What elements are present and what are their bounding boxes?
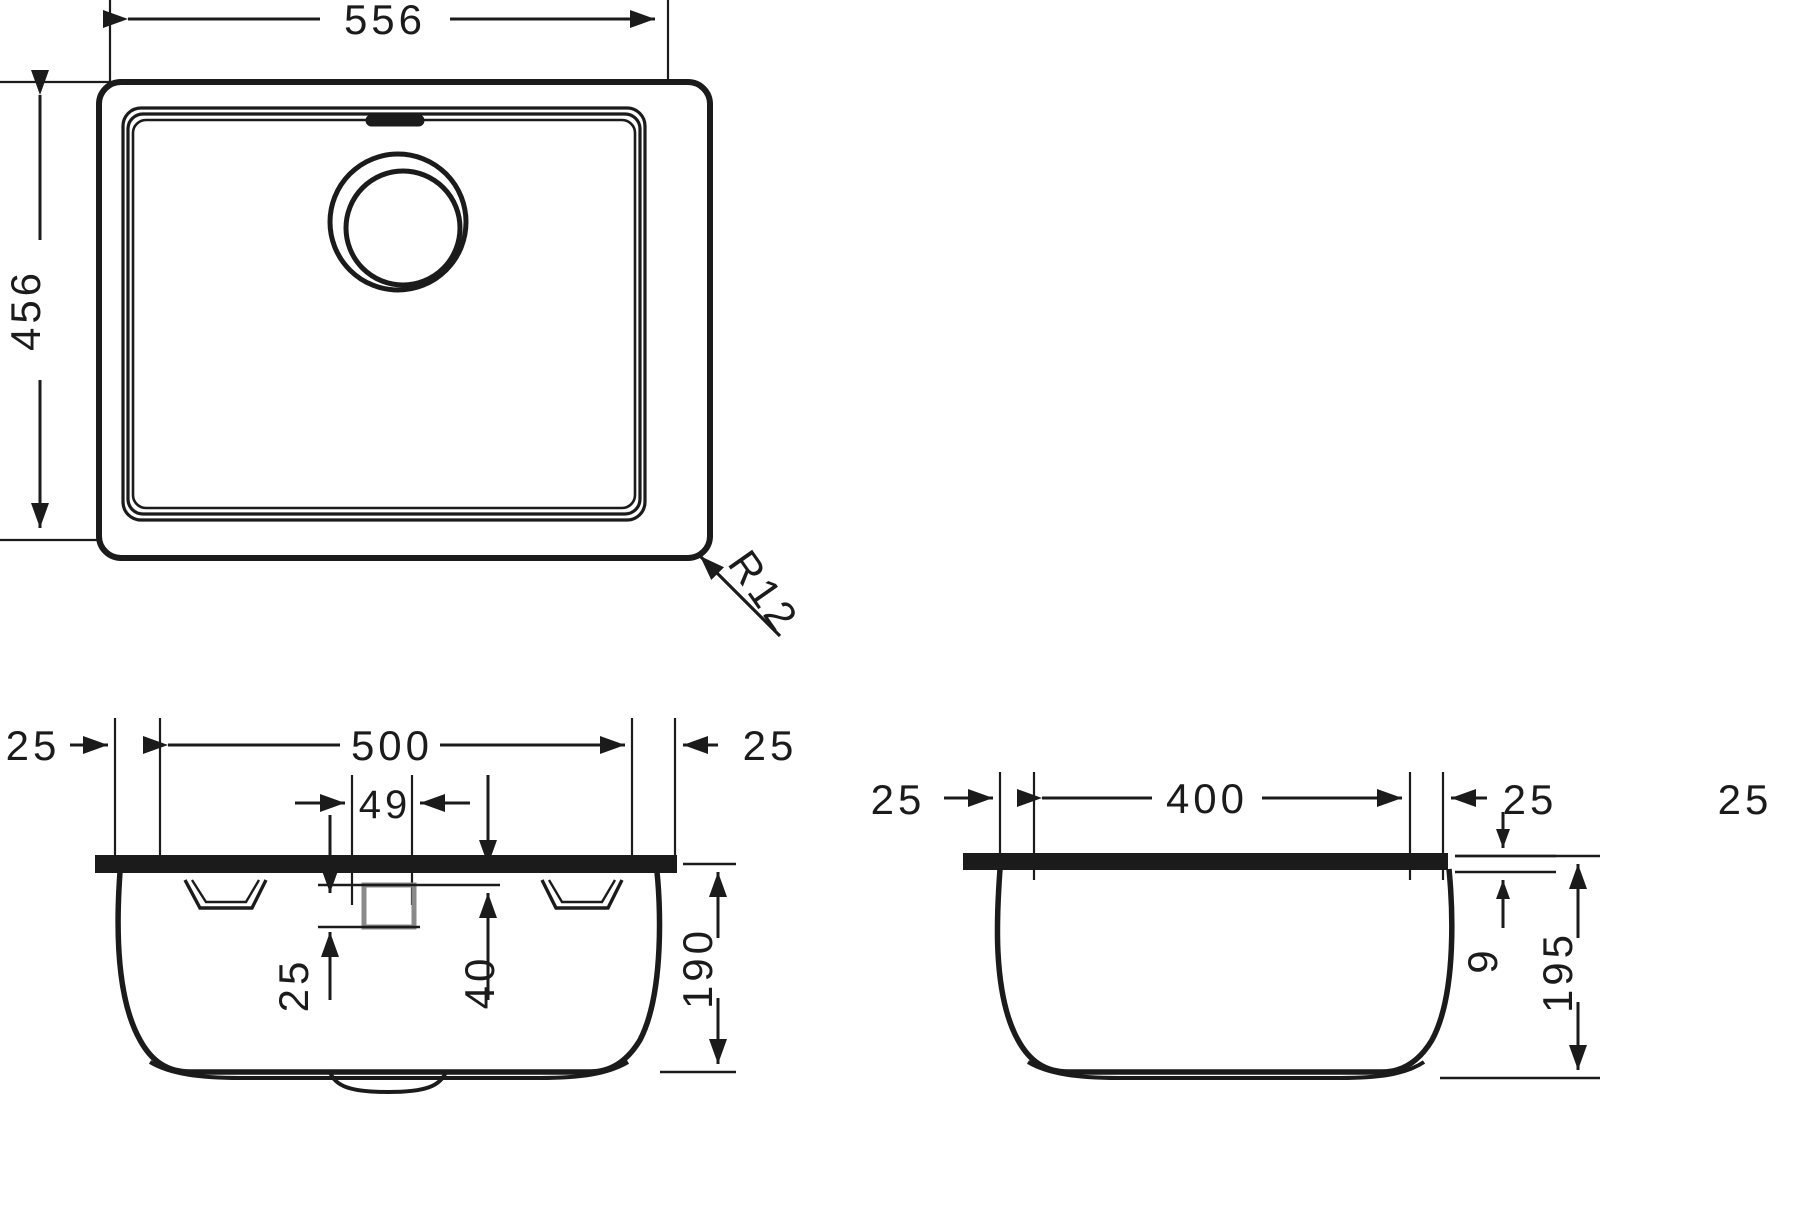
dim-front-overflow-25: 25 [270,815,420,1012]
dim-label-456: 456 [2,269,49,351]
dim-label-side-top-25: 25 [1718,776,1773,823]
dim-label-556: 556 [344,0,426,43]
dim-front-190: 190 [660,862,736,1074]
dim-side-left-25: 25 [871,776,993,823]
front-view-group: 25 500 25 49 [6,718,798,1095]
dim-front-49: 49 [295,783,470,827]
dim-456: 456 [2,70,49,528]
dim-label-front-right-25: 25 [743,722,798,769]
dim-front-right-25: 25 [683,722,798,769]
front-view-drain-boss [328,1071,448,1095]
dim-side-top-25: 25 [1718,776,1773,823]
dim-front-left-25: 25 [6,722,108,769]
dim-front-500: 500 [143,722,625,769]
dim-side-400: 400 [1017,775,1402,822]
dim-label-front-49: 49 [359,783,412,827]
dim-label-front-500: 500 [351,722,433,769]
top-view-outer-outline [96,79,713,561]
side-view-group: 25 400 25 [871,772,1773,1080]
front-view-bowl-base [148,1060,630,1080]
drain-outer-ring [327,151,469,293]
overflow-port [361,882,417,930]
dim-side-right-25: 25 [1451,776,1558,823]
front-view-clip-left [183,879,268,910]
side-view-body [963,853,1455,1080]
front-view-clip-left-inner [190,879,261,904]
drain-inner-ring [343,168,463,288]
dim-label-side-left-25: 25 [871,776,926,823]
side-view-bowl-outline [994,868,1455,1075]
dim-556: 556 [103,0,655,43]
dim-label-side-right-25: 25 [1503,776,1558,823]
dim-label-side-9: 9 [1459,946,1506,973]
dim-side-195: 195 [1440,854,1600,1080]
side-view-bowl-base [1026,1060,1426,1080]
dim-label-side-195: 195 [1534,931,1581,1013]
overflow-slot [365,114,425,127]
dim-label-r12: R12 [719,542,809,642]
dim-label-front-left-25: 25 [6,722,61,769]
top-view-rim-outer [121,106,647,522]
dim-front-overflow-40: 40 [420,775,503,1009]
dim-label-front-190: 190 [674,927,721,1009]
top-view-group: 556 456 R12 [0,0,809,642]
front-view-rim-slab [95,855,677,873]
front-view-clip-right-inner [547,879,617,904]
side-view-rim-slab [963,853,1448,870]
callout-r12: R12 [698,542,809,642]
front-view-clip-right [540,879,624,910]
dim-label-front-overflow-40: 40 [456,955,503,1010]
front-view-bowl-outline [115,871,663,1075]
dim-label-front-overflow-25: 25 [270,958,317,1013]
top-view-rim-mid [126,112,642,516]
dim-label-side-400: 400 [1166,775,1248,822]
front-view-body [95,855,677,1095]
